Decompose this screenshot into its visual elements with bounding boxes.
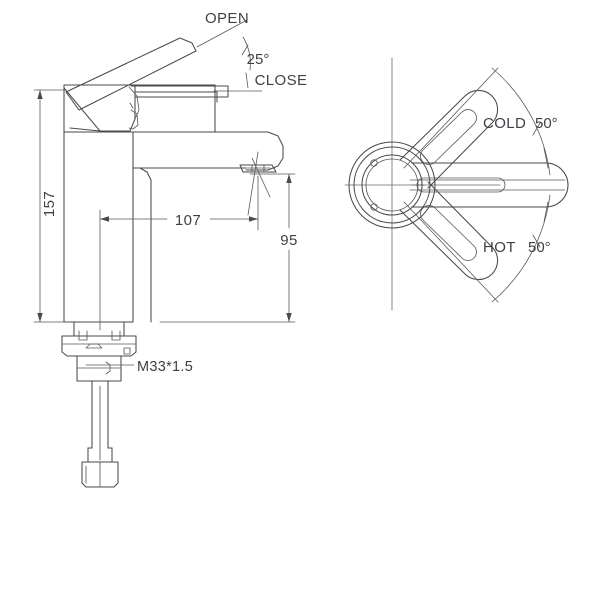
label-cold-angle-50: 50° <box>535 115 558 132</box>
label-hot: HOT <box>483 239 516 256</box>
thread-callout-group: M33*1.5 <box>85 359 193 375</box>
annotation-cold-50: COLD 50° <box>403 67 566 181</box>
mounting-hardware <box>61 321 137 488</box>
dimension-label-95: 95 <box>280 232 298 249</box>
aerator-leader-lines <box>247 151 271 216</box>
lever-closed-position <box>130 85 229 98</box>
label-hot-angle-50: 50° <box>528 239 551 256</box>
handle-cap-block <box>63 84 218 133</box>
lever-open-position <box>65 37 197 111</box>
lever-hot-position <box>399 181 499 281</box>
dimension-height-95: 95 <box>159 173 298 323</box>
dimension-label-107: 107 <box>175 212 201 229</box>
label-open: OPEN <box>205 10 249 27</box>
lever-cold-position <box>399 89 499 189</box>
dimension-height-157: 157 <box>33 89 71 323</box>
side-view-group: 157 107 95 <box>33 10 308 488</box>
lever-angle-annotation: OPEN CLOSE 25° <box>196 10 308 92</box>
dimension-reach-107: 107 <box>99 175 259 331</box>
label-cold: COLD <box>483 115 526 132</box>
label-lever-angle-25: 25° <box>247 51 270 68</box>
aerator-outlet-detail <box>239 164 277 173</box>
dimension-label-157: 157 <box>41 191 58 217</box>
annotation-hot-50: HOT 50° <box>403 189 566 303</box>
top-view-group: COLD 50° HOT 50° <box>344 57 569 311</box>
label-thread-m33: M33*1.5 <box>137 359 193 375</box>
handle-hub <box>348 141 436 229</box>
label-close: CLOSE <box>255 72 308 89</box>
faucet-body-outline <box>63 131 284 323</box>
